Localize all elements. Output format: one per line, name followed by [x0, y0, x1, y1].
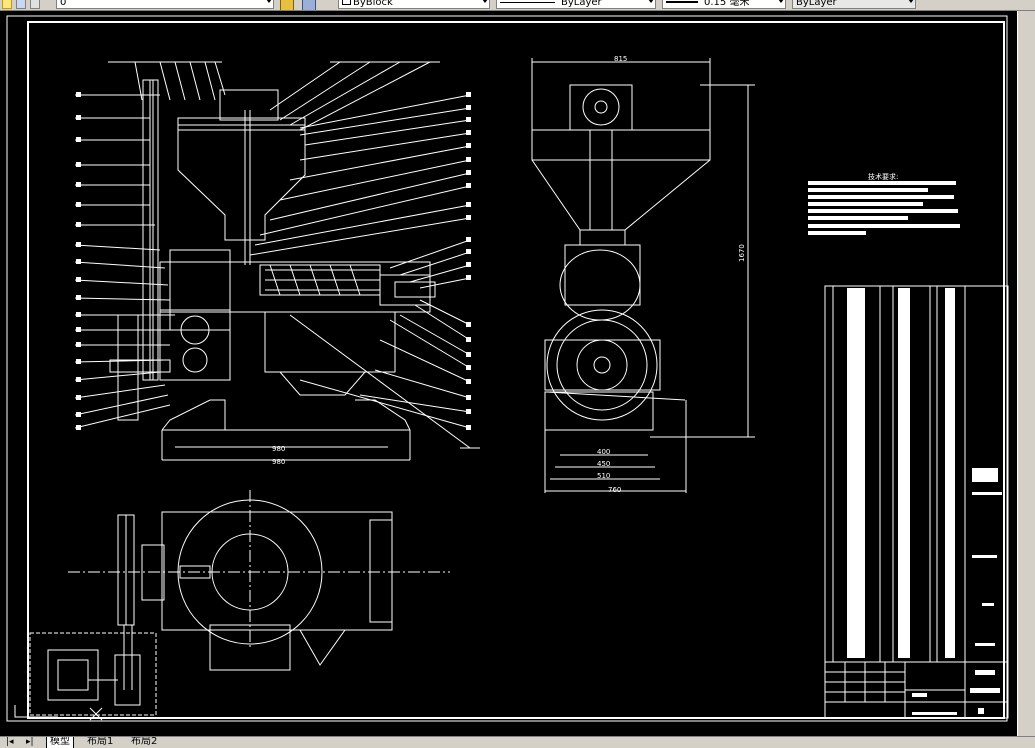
- chevron-down-icon: [778, 0, 784, 3]
- layer-previous-icon[interactable]: [302, 0, 316, 10]
- linetype-value: ByLayer: [561, 0, 602, 8]
- tech-title: 技术要求:: [868, 172, 898, 181]
- technical-requirements: 技术要求:: [808, 172, 960, 235]
- chevron-down-icon: [908, 0, 914, 3]
- tab-model[interactable]: 模型: [46, 737, 74, 748]
- dim-height: 1670: [738, 244, 746, 262]
- lineweight-value: 0.15 毫米: [704, 0, 750, 8]
- side-view: 815 1670 400 450 510 760: [531, 55, 755, 494]
- dim-760: 760: [608, 486, 621, 494]
- color-select[interactable]: ByBlock: [338, 0, 490, 9]
- dim-top-width: 815: [614, 55, 627, 63]
- dim-450: 450: [597, 460, 610, 468]
- plotstyle-value: ByLayer: [796, 0, 837, 8]
- linetype-line-icon: [500, 1, 555, 3]
- chevron-down-icon: [482, 0, 488, 3]
- layer-state-icon[interactable]: [2, 0, 12, 9]
- lineweight-select[interactable]: 0.15 毫米: [662, 0, 786, 9]
- inner-frame: [27, 21, 1005, 719]
- drawing-canvas[interactable]: 980 980 815 1670 400 450 510 760: [0, 11, 1017, 736]
- dim-400: 400: [597, 448, 610, 456]
- color-value: ByBlock: [353, 0, 393, 8]
- layer-select[interactable]: 0: [56, 0, 274, 9]
- tab-first-icon[interactable]: |◂: [6, 737, 14, 747]
- outer-frame: [6, 15, 1008, 722]
- plotstyle-select[interactable]: ByLayer: [792, 0, 916, 9]
- color-swatch: [342, 0, 351, 5]
- parts-list: [824, 285, 1009, 663]
- ucs-icon: [14, 705, 103, 721]
- chevron-down-icon: [266, 0, 272, 3]
- plan-view: [29, 490, 450, 716]
- lineweight-line-icon: [666, 1, 698, 3]
- make-current-layer-icon[interactable]: [280, 0, 294, 10]
- properties-toolbar: 0 ByBlock ByLayer 0.15 毫米 ByLayer: [0, 0, 1035, 11]
- layout-tabs: |◂ ▸| 模型 布局1 布局2: [0, 736, 1035, 748]
- tab-layout2[interactable]: 布局2: [131, 736, 158, 747]
- chevron-down-icon: [648, 0, 654, 3]
- front-section-view: 980 980: [74, 61, 480, 466]
- linetype-select[interactable]: ByLayer: [496, 0, 656, 9]
- dim-980b: 980: [272, 458, 285, 466]
- vertical-scrollbar[interactable]: [1017, 11, 1035, 736]
- layer-freeze-icon[interactable]: [16, 0, 26, 9]
- title-block: [824, 661, 1009, 719]
- layer-lock-icon[interactable]: [30, 0, 40, 9]
- layer-value: 0: [60, 0, 67, 8]
- dim-980a: 980: [272, 445, 285, 453]
- tab-prev-icon[interactable]: ▸|: [26, 737, 34, 747]
- dim-510: 510: [597, 472, 610, 480]
- cad-drawing: 980 980 815 1670 400 450 510 760: [6, 15, 1009, 722]
- tab-layout1[interactable]: 布局1: [87, 736, 114, 747]
